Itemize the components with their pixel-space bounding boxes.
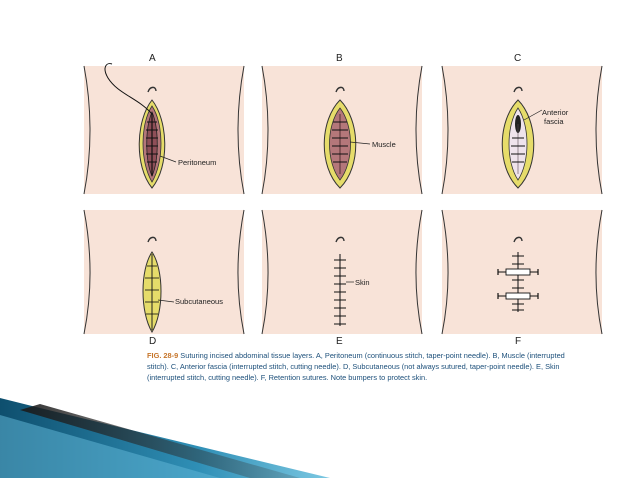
- panel-d-letter: D: [149, 336, 157, 347]
- panel-f-illustration: [441, 209, 603, 335]
- panel-d-illustration: [83, 209, 245, 335]
- panel-e-illustration: [261, 209, 423, 335]
- panel-f-letter: F: [515, 336, 522, 347]
- panel-e-skin: E Skin: [258, 208, 438, 348]
- caption-fig-label: FIG. 28-9: [147, 351, 179, 360]
- panel-a-peritoneum: A Peritoneum: [78, 53, 258, 198]
- panel-a-letter: A: [149, 53, 156, 64]
- figure-caption: FIG. 28-9 Suturing incised abdominal tis…: [147, 350, 577, 383]
- panel-f-retention-sutures: F: [438, 208, 618, 348]
- panel-b-muscle: B Muscle: [258, 53, 438, 198]
- panel-c-letter: C: [514, 53, 522, 64]
- panel-a-illustration: [83, 63, 245, 195]
- panel-c-callout-fascia: fascia: [544, 117, 564, 126]
- panel-c-illustration: [441, 65, 603, 195]
- panel-b-letter: B: [336, 53, 343, 64]
- panel-d-callout-subcutaneous: Subcutaneous: [175, 297, 223, 306]
- panel-c-callout-anterior: Anterior: [542, 108, 569, 117]
- panel-e-callout-skin: Skin: [355, 278, 370, 287]
- panel-b-illustration: [261, 65, 423, 195]
- panel-e-letter: E: [336, 336, 343, 347]
- caption-text: Suturing incised abdominal tissue layers…: [147, 351, 565, 382]
- panel-b-callout-muscle: Muscle: [372, 140, 396, 149]
- panel-a-callout-peritoneum: Peritoneum: [178, 158, 217, 167]
- panel-c-anterior-fascia: C Anterior fascia: [438, 53, 618, 198]
- panel-d-subcutaneous: D Subcutaneous: [78, 208, 258, 348]
